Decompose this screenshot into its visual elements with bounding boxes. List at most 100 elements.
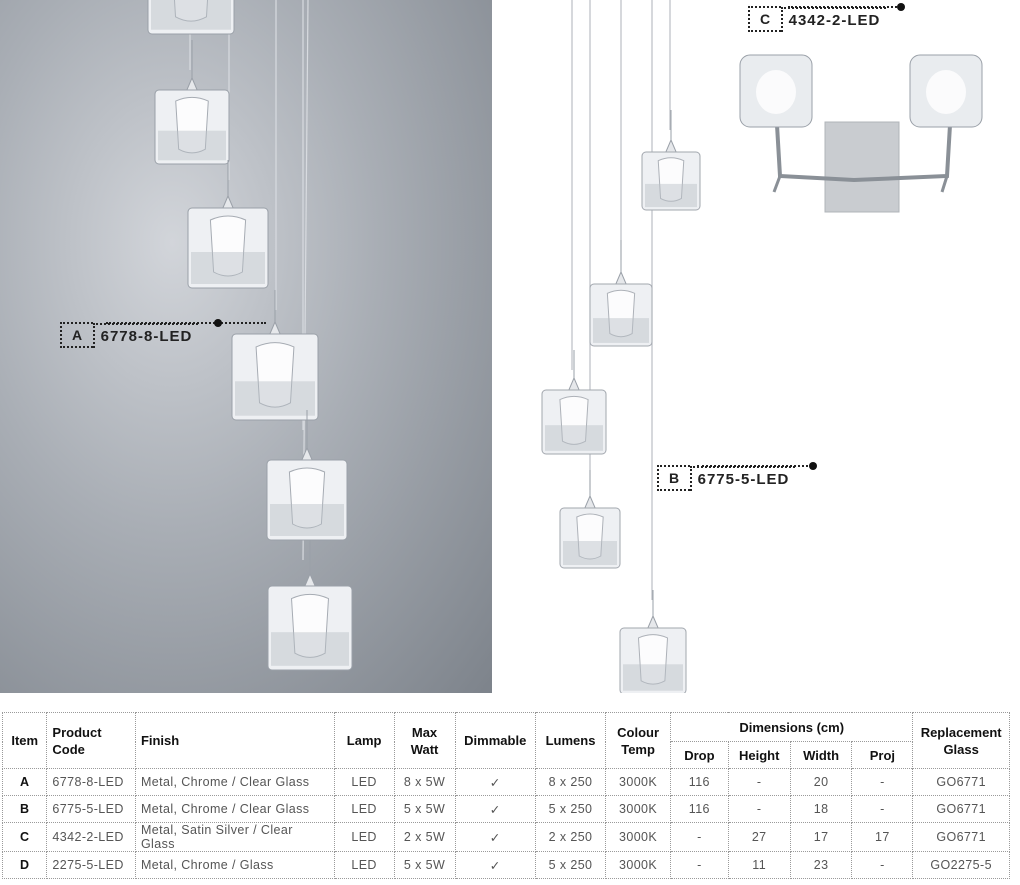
cell-width: 17 (789, 822, 853, 852)
glass-cube-a-4 (231, 290, 319, 421)
callout-c-code: 4342-2-LED (780, 6, 887, 32)
header-lamp: Lamp (333, 712, 395, 769)
cell-lumens: 5 x 250 (534, 851, 607, 879)
cell-height: 27 (727, 822, 791, 852)
callout-b-letter: B (657, 465, 690, 491)
cell-finish: Metal, Chrome / Clear Glass (134, 795, 335, 823)
cell-height: - (727, 795, 791, 823)
header-lumens: Lumens (534, 712, 607, 769)
glass-cube-b-4 (559, 470, 621, 569)
header-height: Height (727, 741, 791, 769)
callout-a-code: 6778-8-LED (92, 322, 199, 348)
cell-height: 11 (727, 851, 791, 879)
table-row: A 6778-8-LED Metal, Chrome / Clear Glass… (1, 768, 1010, 796)
cell-max-watt: 5 x 5W (393, 851, 456, 879)
cell-dimmable: ✓ (454, 795, 536, 823)
cell-finish: Metal, Satin Silver / Clear Glass (134, 822, 335, 852)
cell-drop: - (670, 851, 729, 879)
cell-height: - (727, 768, 791, 796)
table-row: B 6775-5-LED Metal, Chrome / Clear Glass… (1, 795, 1010, 823)
header-product-code: Product Code (46, 712, 136, 769)
header-dimmable: Dimmable (454, 712, 536, 769)
glass-cube-b-2 (589, 240, 653, 347)
table-subheader-row: Drop Height Width Proj (3, 741, 1010, 769)
table-row: D 2275-5-LED Metal, Chrome / Glass LED 5… (1, 851, 1010, 879)
glass-cube-a-1 (147, 0, 235, 35)
header-width: Width (789, 741, 853, 769)
cell-product-code: 2275-5-LED (46, 851, 136, 879)
cell-product-code: 6778-8-LED (46, 768, 136, 796)
header-replacement-glass: Replacement Glass (912, 712, 1010, 769)
cell-item: D (1, 851, 48, 879)
callout-a-letter: A (60, 322, 93, 348)
glass-cube-a-2 (154, 40, 230, 165)
glass-cube-a-5 (266, 410, 348, 541)
cell-colour-temp: 3000K (605, 822, 672, 852)
cell-drop: 116 (670, 768, 729, 796)
cell-item: A (1, 768, 48, 796)
header-drop: Drop (670, 741, 729, 769)
cell-dimmable: ✓ (454, 768, 536, 796)
cell-lumens: 5 x 250 (534, 795, 607, 823)
cell-proj: - (851, 768, 914, 796)
header-colour-temp: Colour Temp (605, 712, 672, 769)
cell-item: B (1, 795, 48, 823)
cell-max-watt: 8 x 5W (393, 768, 456, 796)
cell-product-code: 6775-5-LED (46, 795, 136, 823)
callout-a-dot (214, 319, 222, 327)
cell-lamp: LED (333, 768, 395, 796)
callout-b-code: 6775-5-LED (689, 465, 796, 491)
cell-replacement-glass: GO6771 (912, 822, 1010, 852)
cell-colour-temp: 3000K (605, 768, 672, 796)
cell-product-code: 4342-2-LED (46, 822, 136, 852)
pendant-cascade-a-illustration (147, 0, 353, 671)
cell-lumens: 8 x 250 (534, 768, 607, 796)
cell-lamp: LED (333, 822, 395, 852)
cell-lumens: 2 x 250 (534, 822, 607, 852)
cell-max-watt: 5 x 5W (393, 795, 456, 823)
table-header-row: Item Product Code Finish Lamp Max Watt D… (1, 712, 1010, 769)
callout-b-dot (809, 462, 817, 470)
cell-proj: - (851, 795, 914, 823)
callout-b: B 6775-5-LED (657, 462, 817, 491)
cell-lamp: LED (333, 851, 395, 879)
cell-finish: Metal, Chrome / Glass (134, 851, 335, 879)
glass-cube-a-3 (187, 160, 269, 289)
header-proj: Proj (851, 741, 914, 769)
cell-item: C (1, 822, 48, 852)
cell-replacement-glass: GO6771 (912, 795, 1010, 823)
table-row: C 4342-2-LED Metal, Satin Silver / Clear… (1, 822, 1010, 852)
glass-cube-a-6 (267, 540, 353, 671)
cell-replacement-glass: GO2275-5 (912, 851, 1010, 879)
wall-light-c-illustration (739, 54, 983, 213)
callout-a: A 6778-8-LED (60, 319, 266, 348)
product-photo-b-c (492, 0, 1020, 693)
cell-max-watt: 2 x 5W (393, 822, 456, 852)
cell-lamp: LED (333, 795, 395, 823)
glass-cube-b-5 (619, 590, 687, 693)
pendant-b-and-wall-light-c-illustration (541, 0, 983, 693)
cell-drop: - (670, 822, 729, 852)
cell-dimmable: ✓ (454, 822, 536, 852)
header-dimensions: Dimensions (cm) (670, 712, 914, 742)
cell-colour-temp: 3000K (605, 851, 672, 879)
cell-width: 18 (789, 795, 853, 823)
callout-c-dot (897, 3, 905, 11)
callout-c: C 4342-2-LED (748, 3, 905, 32)
cell-finish: Metal, Chrome / Clear Glass (134, 768, 335, 796)
callout-c-letter: C (748, 6, 781, 32)
cell-drop: 116 (670, 795, 729, 823)
cell-replacement-glass: GO6771 (912, 768, 1010, 796)
cell-dimmable: ✓ (454, 851, 536, 879)
cell-width: 23 (789, 851, 853, 879)
cell-proj: 17 (851, 822, 914, 852)
header-item: Item (1, 712, 48, 769)
cell-colour-temp: 3000K (605, 795, 672, 823)
specification-table: Item Product Code Finish Lamp Max Watt D… (1, 712, 1010, 879)
header-finish: Finish (134, 712, 335, 769)
header-max-watt: Max Watt (393, 712, 456, 769)
glass-cube-b-1 (641, 110, 701, 211)
cell-width: 20 (789, 768, 853, 796)
glass-cube-b-3 (541, 350, 607, 455)
cell-proj: - (851, 851, 914, 879)
